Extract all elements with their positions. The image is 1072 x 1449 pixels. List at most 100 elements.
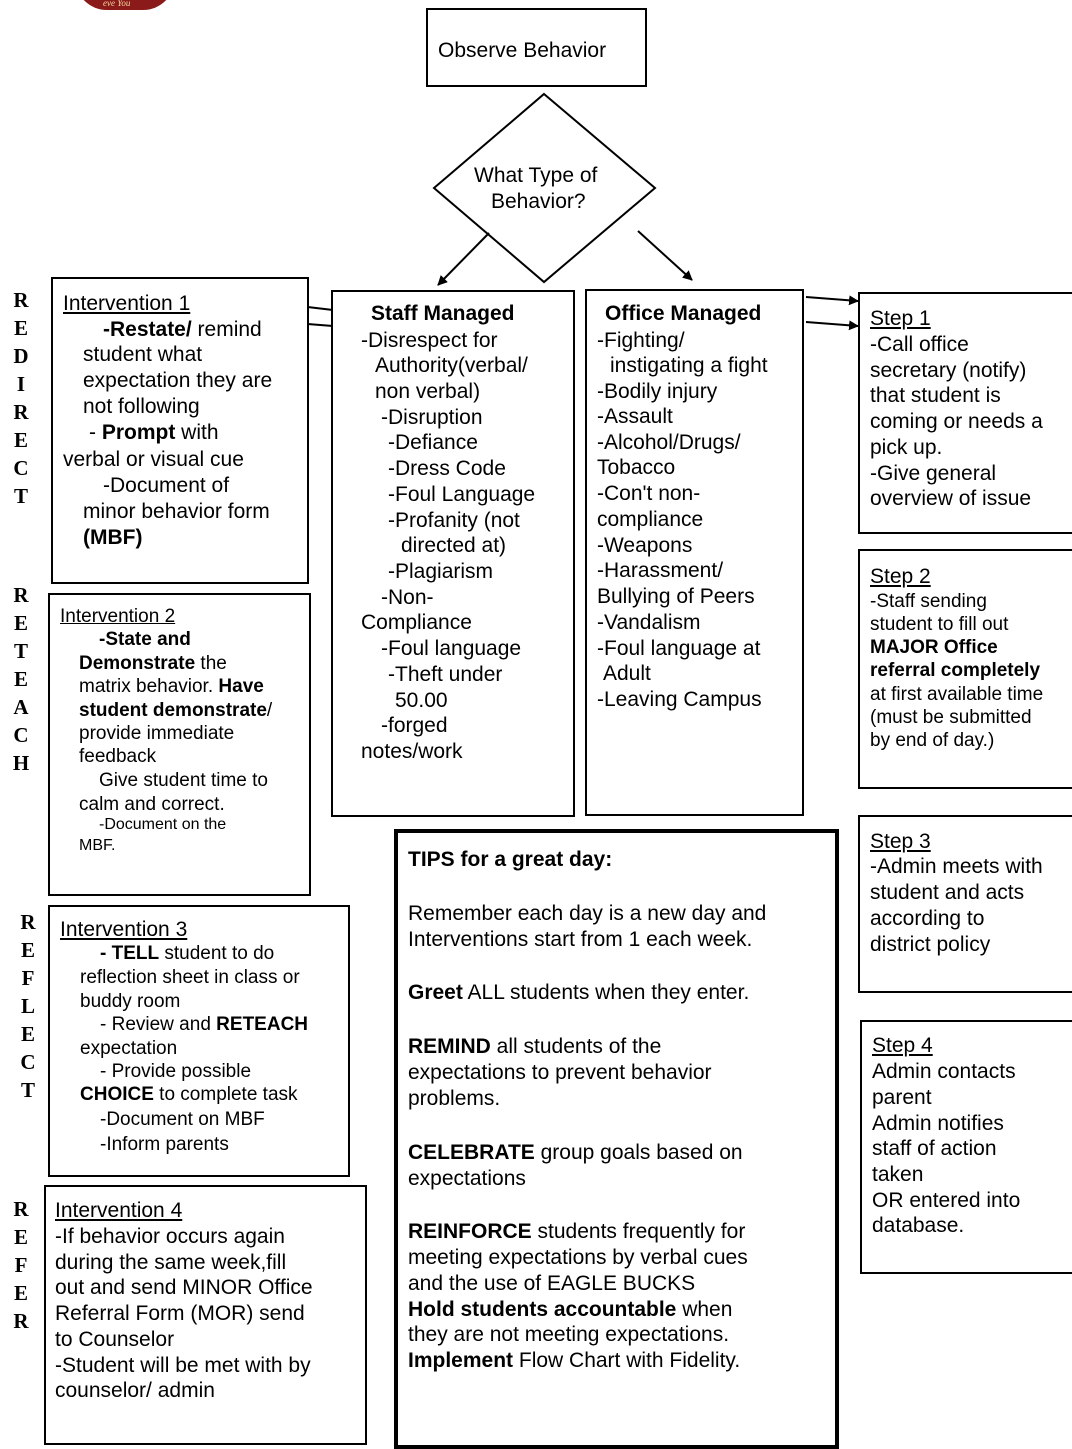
intervention1-line9: (MBF): [83, 526, 143, 549]
intervention3-line6: - Provide possible: [100, 1061, 252, 1082]
intervention2-line3: matrix behavior. Have: [79, 676, 264, 697]
staff-item: -Plagiarism: [388, 560, 494, 583]
step2-title: Step 2: [870, 565, 931, 588]
intervention3-line2: reflection sheet in class or: [80, 967, 300, 988]
step4-line: parent: [872, 1086, 932, 1109]
intervention4-title: Intervention 4: [55, 1199, 183, 1222]
step3-line: district policy: [870, 933, 991, 956]
office-item: -Alcohol/Drugs/: [597, 431, 741, 454]
school-logo: eve You: [75, 0, 175, 10]
staff-item: -Foul Language: [388, 483, 536, 506]
step2-line7: by end of day.): [870, 730, 995, 751]
office-item: -Harassment/: [597, 559, 724, 582]
step2-line2: student to fill out: [870, 614, 1009, 635]
office-item: Tobacco: [597, 456, 676, 479]
office-managed-box: Office Managed -Fighting/ instigating a …: [585, 289, 804, 816]
step1-line: coming or needs a: [870, 410, 1043, 433]
step4-box: Step 4 Admin contacts parent Admin notif…: [860, 1020, 1072, 1274]
intervention3-line7: CHOICE to complete task: [80, 1084, 298, 1105]
tips-p1a: Remember each day is a new day and: [408, 902, 767, 925]
staff-item: -Theft under: [388, 663, 503, 686]
step3-box: Step 3 -Admin meets with student and act…: [858, 815, 1072, 993]
step4-line: staff of action: [872, 1137, 997, 1160]
step1-line: pick up.: [870, 436, 943, 459]
intervention1-title: Intervention 1: [63, 292, 191, 315]
tips-box: TIPS for a great day: Remember each day …: [394, 829, 839, 1449]
tips-p1b: Interventions start from 1 each week.: [408, 928, 753, 951]
step4-line: Admin contacts: [872, 1060, 1016, 1083]
staff-item: -Disrespect for: [361, 329, 498, 352]
step1-line: -Give general: [870, 462, 997, 485]
intervention1-line8: minor behavior form: [83, 500, 270, 523]
office-managed-title: Office Managed: [605, 302, 762, 325]
intervention3-line1: - TELL student to do: [100, 943, 275, 964]
staff-managed-box: Staff Managed -Disrespect for Authority(…: [331, 290, 575, 817]
office-item: -Foul language at: [597, 637, 761, 660]
intervention1-line6: verbal or visual cue: [63, 448, 244, 471]
decision-label-line1: What Type of: [474, 164, 598, 187]
tips-p5c: meeting expectations by verbal cues: [408, 1246, 748, 1269]
step2-box: Step 2 -Staff sending student to fill ou…: [858, 549, 1072, 789]
arrow-to-step1-a: [805, 295, 859, 306]
step4-line: Admin notifies: [872, 1112, 1004, 1135]
office-item: -Con't non-: [597, 482, 701, 505]
intervention3-title: Intervention 3: [60, 918, 188, 941]
staff-managed-title: Staff Managed: [371, 302, 515, 325]
office-item: Bullying of Peers: [597, 585, 755, 608]
intervention3-line4: - Review and RETEACH: [100, 1014, 309, 1035]
observe-behavior-label: Observe Behavior: [438, 39, 607, 62]
intervention1-line2: student what: [83, 343, 203, 366]
logo-text: eve You: [103, 0, 131, 8]
decision-diamond: [432, 92, 657, 284]
office-item: instigating a fight: [610, 354, 768, 377]
tips-p5a: REINFORCE students frequently for: [408, 1220, 746, 1243]
intervention1-line1: -Restate/ remind: [103, 318, 262, 341]
tips-p5d: and the use of EAGLE BUCKS: [408, 1272, 696, 1295]
staff-item: -Foul language: [381, 637, 522, 660]
tips-p6c: they are not meeting expectations.: [408, 1323, 730, 1346]
staff-item: -Defiance: [388, 431, 478, 454]
staff-item: non verbal): [375, 380, 481, 403]
intervention2-line1: -State and: [99, 629, 191, 650]
step3-line: -Admin meets with: [870, 855, 1043, 878]
intervention2-line10: MBF.: [79, 837, 116, 854]
intervention4-line3: out and send MINOR Office: [55, 1276, 313, 1299]
step3-line: according to: [870, 907, 985, 930]
step2-line3: MAJOR Office: [870, 637, 998, 658]
tips-p4a: CELEBRATE group goals based on: [408, 1141, 743, 1164]
intervention4-line6: -Student will be met with by: [55, 1354, 311, 1377]
step2-line6: (must be submitted: [870, 707, 1032, 728]
step1-box: Step 1 -Call office secretary (notify) t…: [858, 292, 1072, 534]
tips-p4c: expectations: [408, 1167, 526, 1190]
intervention2-line5: provide immediate: [79, 723, 235, 744]
staff-item: -Non-: [381, 586, 434, 609]
intervention1-box: Intervention 1 -Restate/ remind student …: [51, 277, 309, 584]
tips-p3d: problems.: [408, 1087, 501, 1110]
staff-item: 50.00: [395, 689, 448, 712]
intervention2-line8: calm and correct.: [79, 794, 225, 815]
intervention4-line7: counselor/ admin: [55, 1379, 215, 1402]
step2-line1: -Staff sending: [870, 591, 987, 612]
tips-p3c: expectations to prevent behavior: [408, 1061, 712, 1084]
staff-item: -Dress Code: [388, 457, 506, 480]
office-item: -Fighting/: [597, 329, 685, 352]
intervention2-line7: Give student time to: [99, 770, 268, 791]
intervention4-line4: Referral Form (MOR) send: [55, 1302, 305, 1325]
intervention1-line7: -Document of: [103, 474, 230, 497]
tips-title: TIPS for a great day:: [408, 848, 613, 871]
intervention4-line1: -If behavior occurs again: [55, 1225, 285, 1248]
intervention2-line9: -Document on the: [99, 816, 227, 833]
intervention2-line2: Demonstrate the: [79, 653, 227, 674]
staff-item: Compliance: [361, 611, 472, 634]
step4-line: database.: [872, 1214, 965, 1237]
arrow-to-staff: [437, 232, 490, 286]
step4-title: Step 4: [872, 1034, 933, 1057]
arrow-to-office: [637, 230, 693, 281]
tips-p6a: Hold students accountable when: [408, 1298, 733, 1321]
staff-item: notes/work: [361, 740, 463, 763]
intervention4-box: Intervention 4 -If behavior occurs again…: [44, 1185, 367, 1445]
intervention1-line4: not following: [83, 395, 200, 418]
intervention3-line9: -Inform parents: [100, 1134, 229, 1155]
intervention2-title: Intervention 2: [60, 606, 176, 627]
